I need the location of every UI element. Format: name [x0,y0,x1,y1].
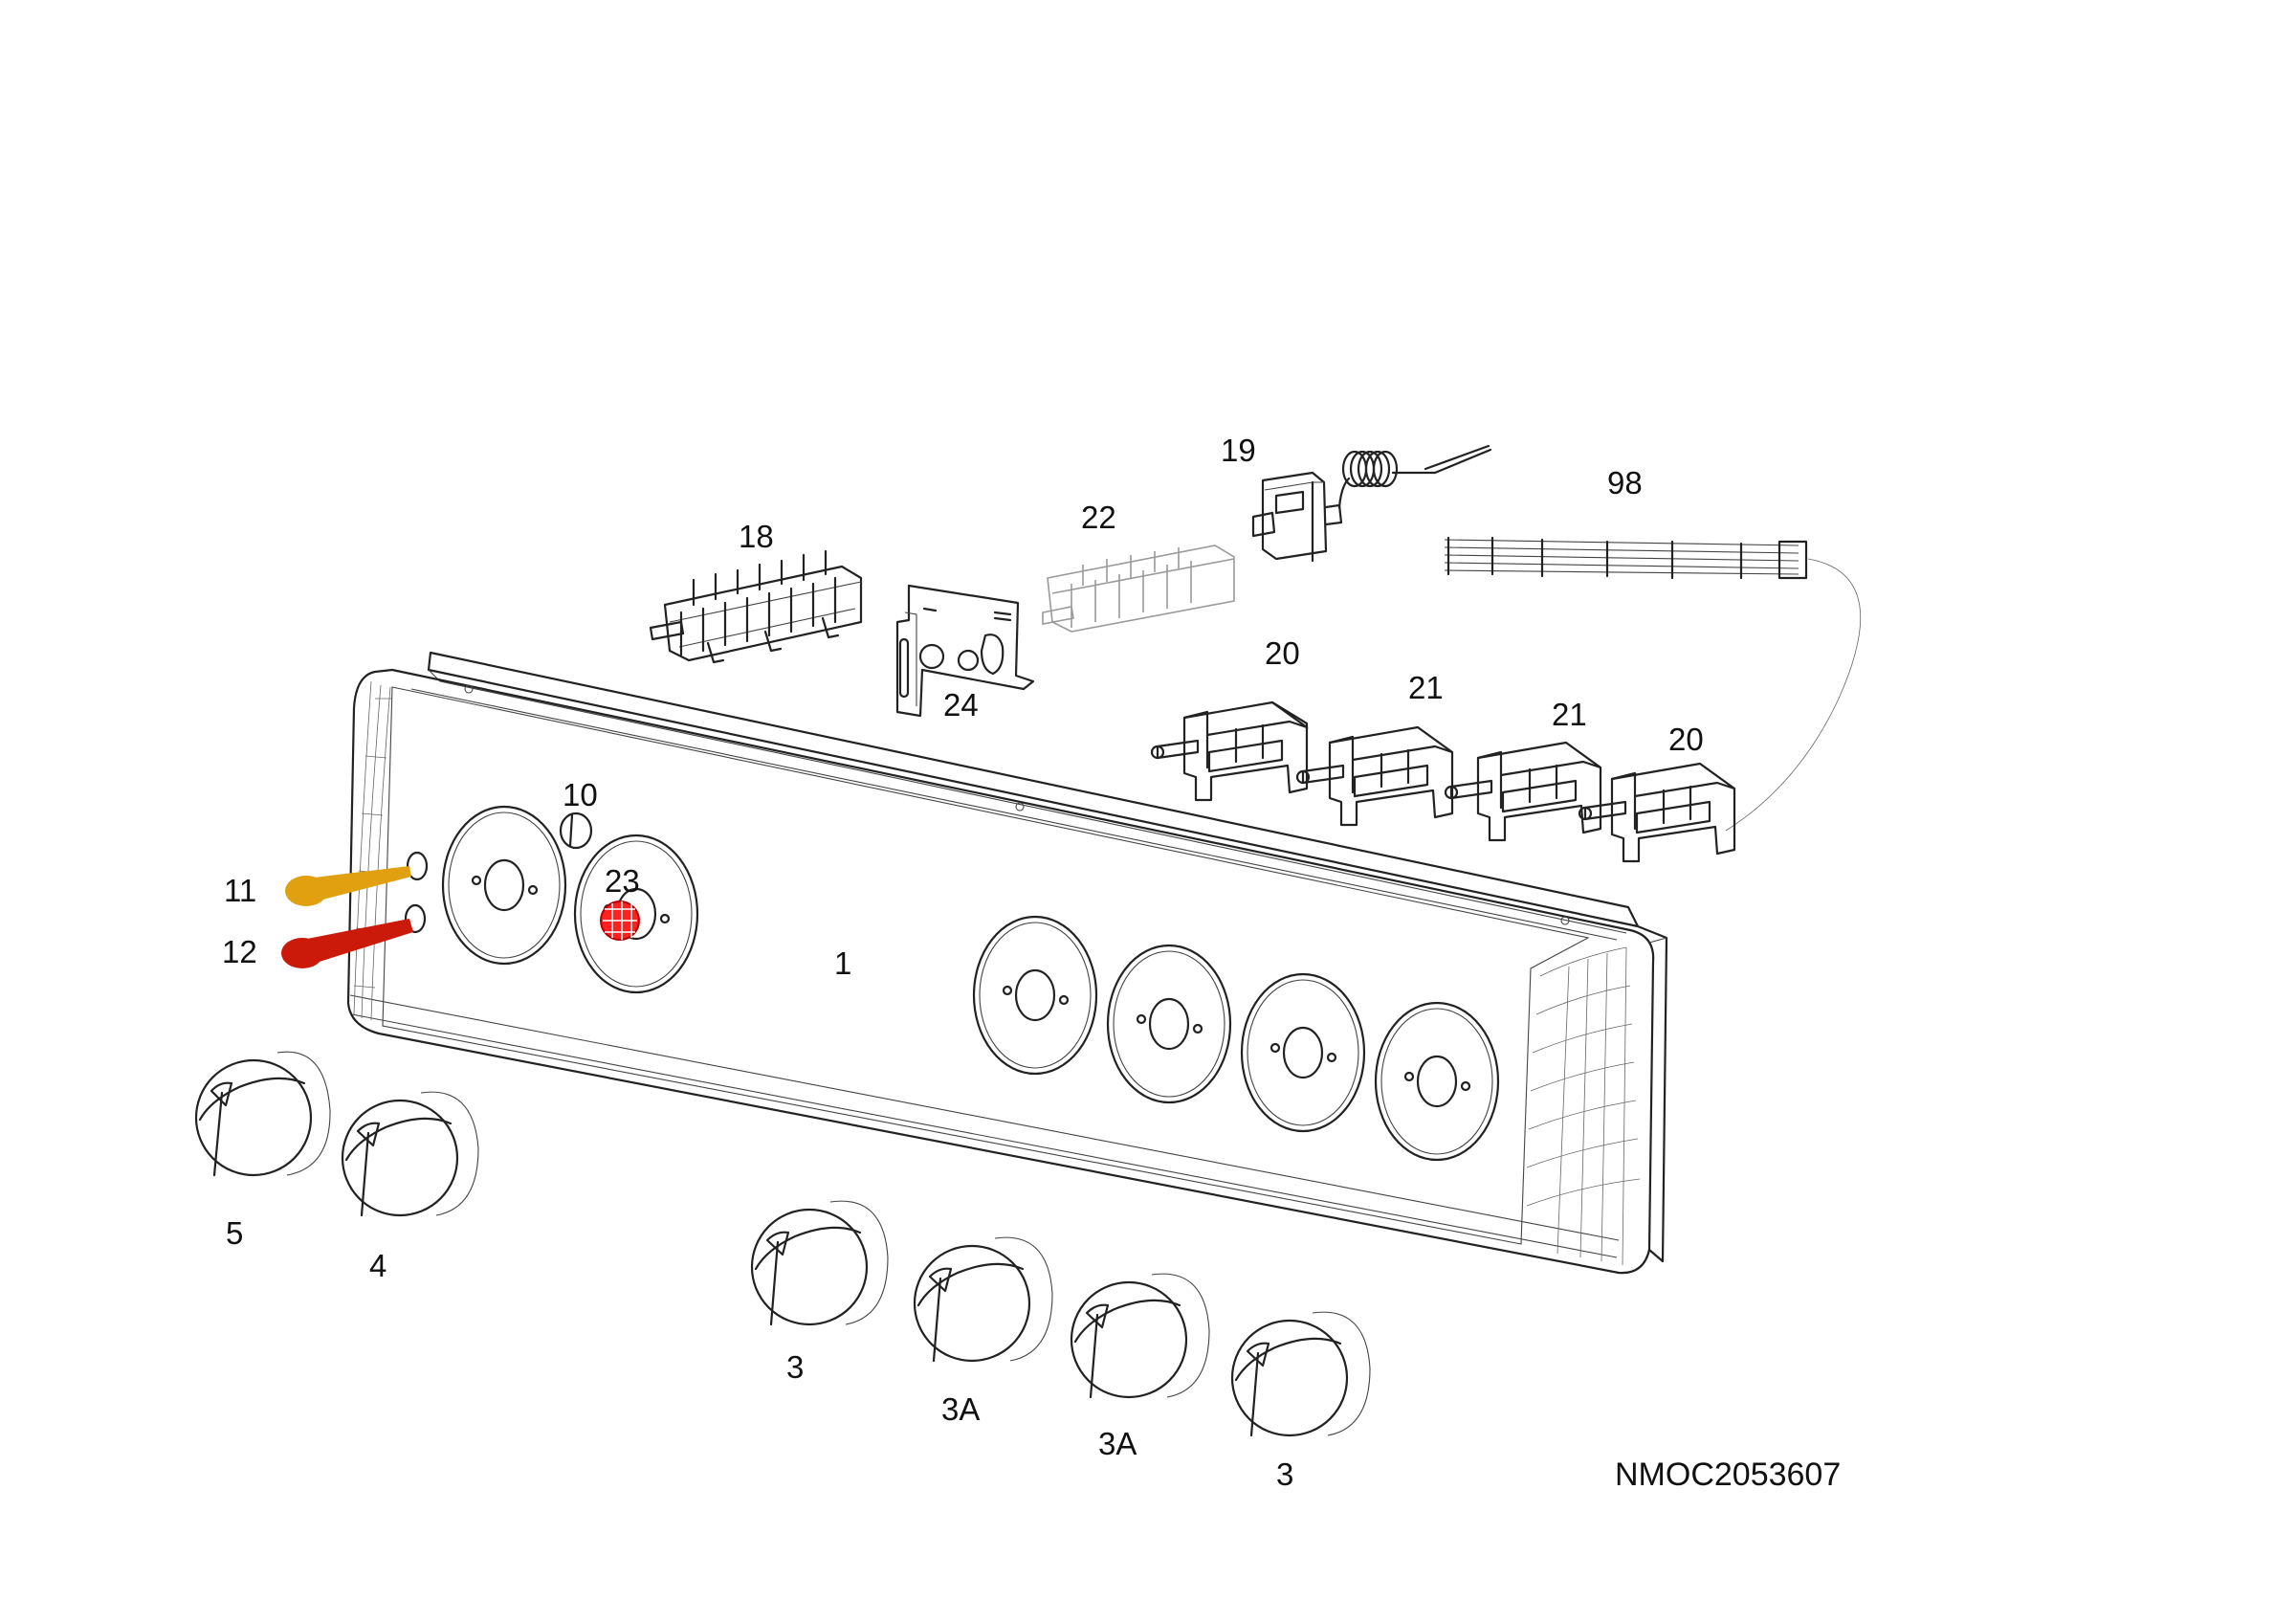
wiring-harness-part-98[interactable] [1444,536,1862,832]
capillary-coil [1341,450,1399,488]
switch-part-21-left[interactable] [1295,725,1454,827]
panel-dial-openings [441,805,1500,1162]
pilot-lamp-part-11[interactable] [285,866,411,906]
panel-dial [1374,1001,1500,1162]
callout-20-left: 20 [1265,635,1300,671]
knob-part-5[interactable] [194,1051,331,1177]
panel-dial [1106,944,1232,1104]
callout-3a-left: 3A [941,1391,980,1427]
panel-dial [972,915,1098,1076]
callout-19: 19 [1221,433,1256,468]
callout-23: 23 [605,863,640,899]
callout-22: 22 [1081,500,1116,535]
callout-12: 12 [222,934,257,969]
callout-1: 1 [834,945,851,981]
drawing-code: NMOC2053607 [1615,1456,1841,1493]
panel-dial [441,805,567,966]
knob-part-4[interactable] [341,1091,479,1217]
pilot-lamp-part-12[interactable] [281,919,413,968]
control-panel-part-1[interactable] [346,651,1668,1275]
knob-part-3a-right[interactable] [1070,1273,1210,1399]
callout-3-right: 3 [1276,1456,1293,1492]
callout-3-left: 3 [786,1349,804,1385]
callout-5: 5 [226,1215,243,1251]
panel-dial [1240,972,1366,1133]
callout-20-right: 20 [1668,722,1704,757]
callout-11: 11 [224,873,256,908]
callout-21-left: 21 [1408,670,1444,705]
right-end-mesh [1526,946,1641,1266]
callout-3a-right: 3A [1098,1426,1137,1461]
knob-part-3-left[interactable] [750,1200,889,1326]
callout-labels: 1 10 11 12 23 18 24 22 19 98 20 21 21 20… [222,433,1841,1493]
selector-switch-part-18[interactable] [649,549,863,664]
thermostat-part-19[interactable] [1251,444,1492,563]
switch-part-21-right[interactable] [1444,741,1602,842]
knob-part-3-right[interactable] [1230,1311,1371,1437]
callout-24: 24 [943,687,979,723]
knob-part-3a-left[interactable] [913,1236,1053,1363]
switch-part-20-right[interactable] [1578,762,1736,863]
callout-18: 18 [739,519,774,554]
indicator-part-10[interactable] [559,812,593,850]
bracket-part-24[interactable] [895,584,1035,718]
callout-21-right: 21 [1552,697,1587,732]
selector-switch-part-22[interactable] [1042,545,1235,633]
switch-part-20-left[interactable] [1150,700,1309,802]
callout-10: 10 [563,777,598,812]
callout-4: 4 [369,1248,386,1283]
lamp-holder-part-23[interactable] [600,900,640,941]
callout-98: 98 [1607,465,1643,500]
left-end-mesh [353,680,392,1021]
